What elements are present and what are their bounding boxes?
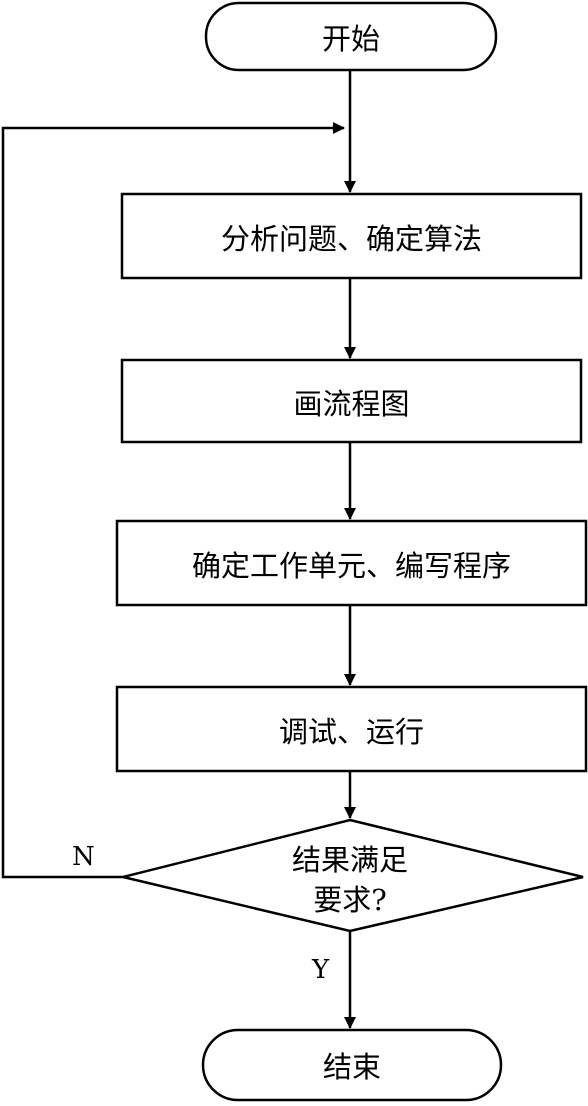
- step-debug-label: 调试、运行: [278, 715, 424, 749]
- loop-back-arrow: [1, 122, 345, 879]
- step-analyze-label: 分析问题、确定算法: [220, 222, 482, 256]
- process-box-draw: [120, 358, 583, 444]
- step-draw-label: 画流程图: [293, 387, 410, 421]
- start-label: 开始: [321, 21, 380, 56]
- step-program-label: 确定工作单元、编写程序: [191, 549, 511, 583]
- end-terminator: [201, 1028, 503, 1102]
- end-label: 结束: [322, 1050, 381, 1084]
- process-box-program: [115, 519, 588, 607]
- process-box-analyze: [120, 192, 583, 280]
- process-box-debug: [115, 685, 588, 773]
- edge-label-yes: Y: [312, 955, 330, 985]
- edge-label-no: N: [72, 842, 95, 872]
- decision-label-line2: 要求?: [313, 883, 387, 917]
- decision-label-line1: 结果满足: [291, 843, 408, 877]
